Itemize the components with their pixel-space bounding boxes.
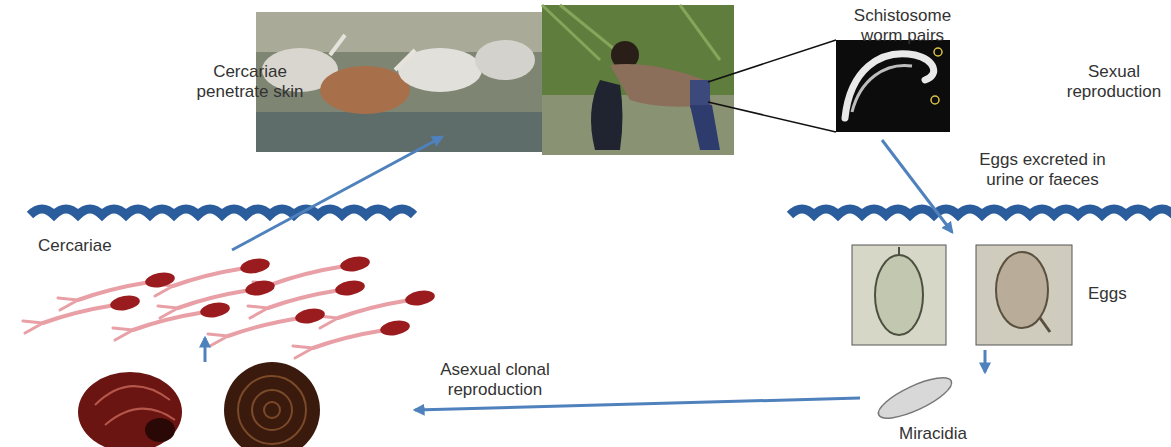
caption-label: Eggs excreted in urine or faeces (960, 150, 1125, 190)
egg-micrograph (976, 245, 1072, 345)
caption-label: Asexual clonal reproduction (425, 360, 565, 400)
person-washing-photo (542, 5, 734, 155)
zoom-lines (708, 40, 836, 132)
cycle-arrow (205, 137, 985, 410)
snail (78, 372, 182, 447)
miracidium (874, 370, 957, 426)
caption-label: Sexual reproduction (1060, 62, 1168, 102)
cercariae-drawing (23, 255, 436, 358)
egg-micrograph (852, 245, 946, 345)
caption-label: Cercariae (38, 236, 148, 256)
caption-label: Schistosome worm pairs (845, 6, 960, 46)
caption-label: Eggs (1088, 284, 1158, 304)
caption-label: Cercariae penetrate skin (180, 62, 320, 102)
snail (224, 362, 320, 447)
water-wave (30, 209, 414, 215)
worm-pair-micrograph (836, 40, 950, 132)
caption-label: Miracidia (878, 424, 988, 444)
water-wave (790, 209, 1171, 215)
